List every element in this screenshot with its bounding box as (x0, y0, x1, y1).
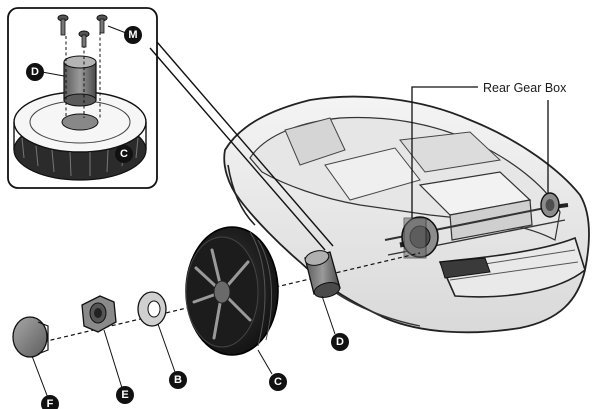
part-leaders (31, 295, 336, 399)
washer (137, 291, 167, 327)
svg-text:D: D (336, 336, 344, 348)
rear-gear-box-right (540, 192, 560, 218)
badge-inset-hub-d: D (26, 63, 44, 81)
badge-cap-f: F (41, 395, 59, 409)
svg-text:E: E (121, 389, 128, 401)
rear-gear-box-label: Rear Gear Box (483, 81, 567, 95)
svg-text:B: B (174, 374, 182, 386)
badge-nut-e: E (116, 386, 134, 404)
hub-cap (12, 316, 49, 358)
badge-wheel-c: C (269, 373, 287, 391)
nut (81, 295, 117, 333)
screw-icon (96, 14, 108, 34)
badge-inset-wheel-c: C (115, 145, 133, 163)
svg-text:F: F (47, 398, 54, 409)
svg-text:C: C (120, 148, 128, 160)
inset-guide-lines (65, 32, 101, 118)
inset-connector (149, 41, 334, 251)
detail-inset: M D C (7, 7, 158, 189)
rear-gear-box-callout: Rear Gear Box (411, 81, 567, 218)
svg-text:M: M (128, 29, 137, 41)
wheel (185, 226, 279, 356)
inset-screws (57, 14, 108, 48)
svg-text:D: D (31, 66, 39, 78)
inset-wheel (13, 91, 147, 181)
car-chassis (223, 95, 590, 334)
wheel-hub (304, 250, 341, 298)
screw-icon (57, 14, 69, 36)
svg-text:C: C (274, 376, 282, 388)
inset-hub (63, 55, 97, 107)
rear-gear-box-left (401, 216, 439, 259)
badge-washer-b: B (169, 371, 187, 389)
badge-screw-m: M (124, 26, 142, 44)
screw-icon (78, 30, 90, 48)
badge-hub-d: D (331, 333, 349, 351)
